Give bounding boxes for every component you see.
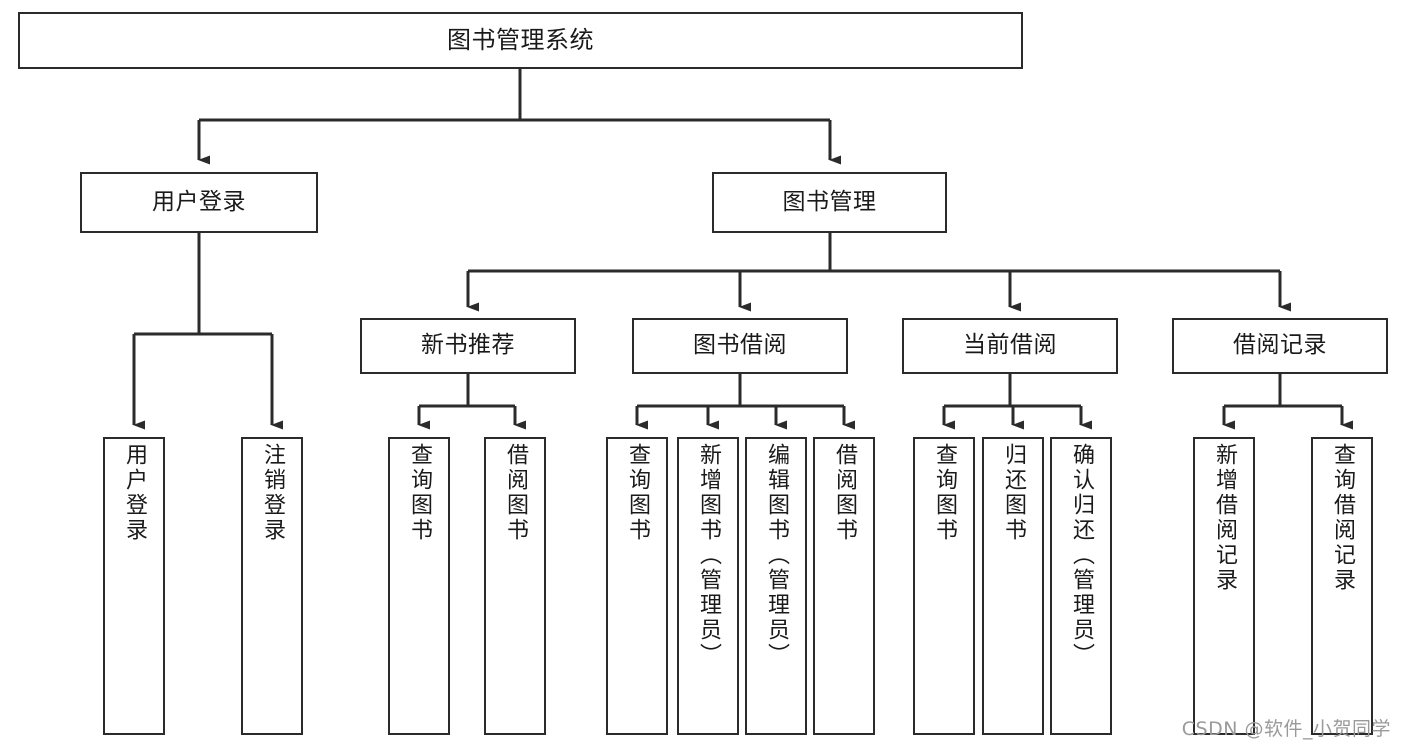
node-label: 图书管理 <box>782 188 877 215</box>
node-leaf-recommend-borrow-book[interactable]: 借阅图书 <box>484 437 546 735</box>
node-root-system[interactable]: 图书管理系统 <box>18 12 1023 69</box>
node-label: 新书推荐 <box>421 332 515 359</box>
node-label: 编辑图书（管理员） <box>764 443 789 668</box>
node-leaf-user-login[interactable]: 用户登录 <box>103 437 165 735</box>
node-leaf-borrow-book[interactable]: 借阅图书 <box>813 437 875 735</box>
node-leaf-add-borrow-record[interactable]: 新增借阅记录 <box>1193 437 1255 735</box>
node-leaf-add-book-admin[interactable]: 新增图书（管理员） <box>677 437 739 735</box>
node-label: 新增图书（管理员） <box>696 443 721 668</box>
node-label: 确认归还（管理员） <box>1069 443 1094 668</box>
node-book-management[interactable]: 图书管理 <box>712 172 947 233</box>
node-leaf-edit-book-admin[interactable]: 编辑图书（管理员） <box>745 437 807 735</box>
node-label: 查询借阅记录 <box>1330 443 1355 593</box>
node-leaf-query-borrow-record[interactable]: 查询借阅记录 <box>1311 437 1373 735</box>
node-new-book-recommendation[interactable]: 新书推荐 <box>360 318 576 374</box>
node-user-login[interactable]: 用户登录 <box>80 172 318 233</box>
node-label: 查询图书 <box>625 443 650 543</box>
node-label: 当前借阅 <box>963 332 1057 359</box>
node-borrow-record[interactable]: 借阅记录 <box>1172 318 1388 374</box>
node-leaf-borrow-query-book[interactable]: 查询图书 <box>606 437 668 735</box>
node-label: 查询图书 <box>932 443 957 543</box>
node-current-borrow[interactable]: 当前借阅 <box>902 318 1118 374</box>
node-label: 查询图书 <box>407 443 432 543</box>
node-leaf-return-book[interactable]: 归还图书 <box>982 437 1044 735</box>
node-label: 借阅图书 <box>503 443 528 543</box>
node-leaf-current-query-book[interactable]: 查询图书 <box>913 437 975 735</box>
node-book-borrow[interactable]: 图书借阅 <box>632 318 848 374</box>
node-label: 新增借阅记录 <box>1212 443 1237 593</box>
node-label: 借阅记录 <box>1233 332 1327 359</box>
node-leaf-recommend-query-book[interactable]: 查询图书 <box>388 437 450 735</box>
node-label: 用户登录 <box>122 443 147 543</box>
node-label: 归还图书 <box>1001 443 1026 543</box>
node-leaf-confirm-return-admin[interactable]: 确认归还（管理员） <box>1050 437 1112 735</box>
node-label: 注销登录 <box>260 443 285 543</box>
node-label: 图书管理系统 <box>447 26 594 55</box>
node-leaf-user-logout[interactable]: 注销登录 <box>241 437 303 735</box>
node-label: 用户登录 <box>152 188 246 215</box>
node-label: 图书借阅 <box>693 332 787 359</box>
node-label: 借阅图书 <box>832 443 857 543</box>
